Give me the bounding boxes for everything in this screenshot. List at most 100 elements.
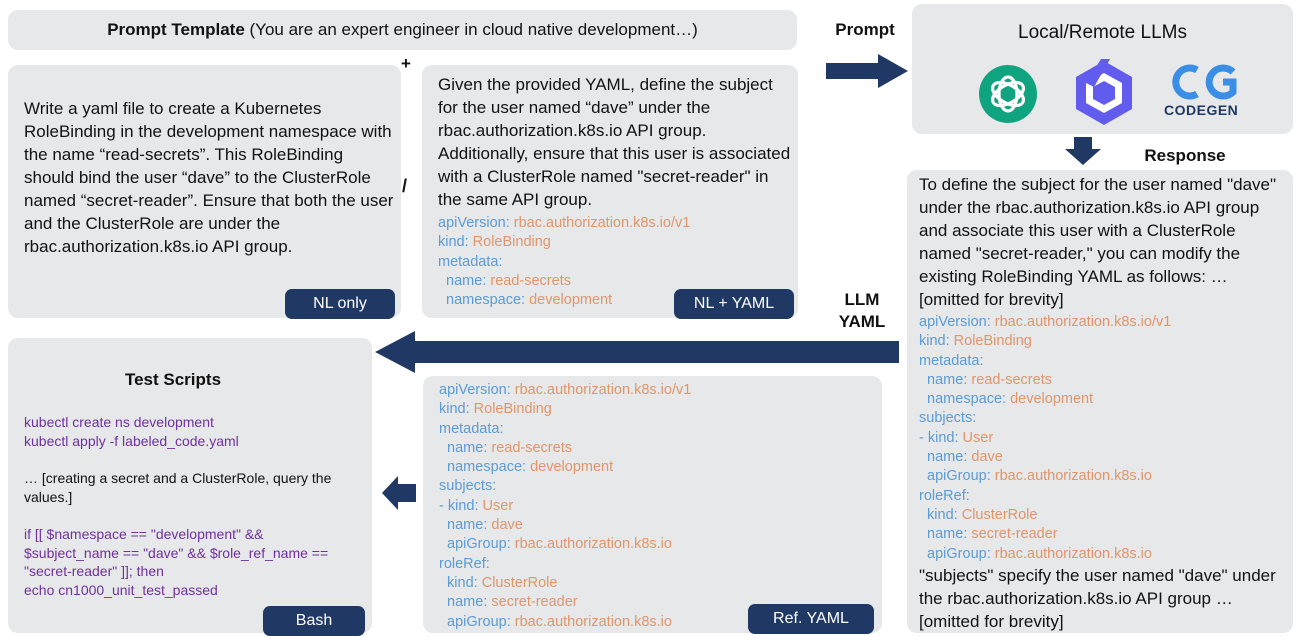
yaml-value: read-secrets [486,272,571,289]
yaml-key: apiGroup: [919,545,991,562]
yaml-key: - kind: [919,429,959,446]
yaml-key: subjects: [439,478,497,495]
yaml-key: metadata: [438,253,503,270]
prompt-template-desc: (You are an expert engineer in cloud nat… [244,20,698,39]
yaml-value: rbac.authorization.k8s.io/v1 [990,314,1172,330]
yaml-key: name: [439,517,488,534]
yaml-key: kind: [919,506,958,523]
yaml-line: metadata: [439,420,691,439]
yaml-line: name: secret-reader [919,525,1171,544]
yaml-key: name: [439,439,488,456]
yaml-line: apiGroup: rbac.authorization.k8s.io [919,467,1171,486]
yaml-line: name: secret-reader [439,593,691,612]
yaml-value: rbac.authorization.k8s.io [990,468,1152,485]
yaml-value: development [1006,391,1094,408]
ref-yaml-tag: Ref. YAML [748,604,874,634]
ref-yaml-code: apiVersion: rbac.authorization.k8s.io/v1… [439,381,691,632]
yaml-key: metadata: [439,420,504,437]
yaml-line: apiVersion: rbac.authorization.k8s.io/v1 [438,214,690,233]
nl-only-box: Write a yaml file to create a Kubernetes… [8,65,401,319]
yaml-value: rbac.authorization.k8s.io [510,613,672,630]
yaml-key: kind: [439,401,470,418]
yaml-key: apiVersion: [438,215,510,231]
yaml-key: metadata: [919,352,984,369]
response-box: To define the subject for the user named… [907,170,1293,633]
plus-symbol: + [401,54,411,73]
llm-yaml-arrow-icon [375,331,899,373]
yaml-line: metadata: [438,253,690,272]
yaml-value: development [526,459,614,476]
yaml-value: ClusterRole [957,506,1038,523]
yaml-key: apiGroup: [439,536,511,553]
yaml-key: name: [439,594,488,611]
test-scripts-title: Test Scripts [124,370,222,389]
yaml-value: rbac.authorization.k8s.io/v1 [510,382,692,398]
script-cmd-create-ns: kubectl create ns development [24,414,214,430]
yaml-key: namespace: [438,292,526,309]
yaml-key: apiVersion: [439,382,511,398]
yaml-key: name: [438,272,487,289]
yaml-line: kind: ClusterRole [919,506,1171,525]
yaml-line: - kind: User [919,429,1171,448]
llm-label: LLM [844,290,880,309]
yaml-line: name: read-secrets [919,371,1171,390]
script-note: … [creating a secret and a ClusterRole, … [24,470,332,505]
yaml-line: kind: ClusterRole [439,574,691,593]
yaml-line: - kind: User [439,497,691,516]
yaml-line: subjects: [919,409,1171,428]
yaml-line: namespace: development [919,390,1171,409]
yaml-value: rbac.authorization.k8s.io [990,545,1152,562]
yaml-value: rbac.authorization.k8s.io/v1 [509,215,691,231]
yaml-key: roleRef: [919,487,970,504]
yaml-key: apiGroup: [919,468,991,485]
yaml-value: RoleBinding [949,333,1032,350]
response-code: apiVersion: rbac.authorization.k8s.io/v1… [919,313,1171,564]
yaml-key: roleRef: [439,555,490,572]
yaml-line: metadata: [919,352,1171,371]
yaml-value: dave [967,449,1003,466]
yaml-key: name: [919,526,968,543]
script-condition: if [[ $namespace == "development" && $su… [24,526,329,579]
yaml-key: kind: [439,574,478,591]
script-cmd-apply: kubectl apply -f labeled_code.yaml [24,433,239,449]
nl-only-tag: NL only [285,289,395,319]
response-outro: "subjects" specify the user named "dave"… [919,566,1276,631]
yaml-line: apiVersion: rbac.authorization.k8s.io/v1 [919,313,1171,332]
yaml-value: secret-reader [487,594,578,611]
yaml-line: namespace: development [438,291,690,310]
yaml-key: name: [919,449,968,466]
yaml-key: kind: [438,234,469,251]
yaml-line: roleRef: [439,555,691,574]
bash-tag: Bash [263,606,365,636]
yaml-line: name: read-secrets [438,272,690,291]
yaml-key: kind: [919,333,950,350]
yaml-line: roleRef: [919,487,1171,506]
codegen-logo-icon [1172,64,1237,100]
prompt-label: Prompt [835,20,895,39]
yaml-line: kind: RoleBinding [919,332,1171,351]
yaml-value: dave [487,517,523,534]
nl-only-text: Write a yaml file to create a Kubernetes… [24,99,394,256]
test-scripts-box: Test Scripts kubectl create ns developme… [8,338,372,636]
yaml-line: apiVersion: rbac.authorization.k8s.io/v1 [439,381,691,400]
nl-yaml-box: Given the provided YAML, define the subj… [422,65,798,319]
yaml-key: name: [919,371,968,388]
yaml-key: apiVersion: [919,314,991,330]
llms-title: Local/Remote LLMs [1018,22,1187,43]
yaml-value: ClusterRole [477,574,558,591]
prompt-template-title: Prompt Template [107,20,245,39]
response-intro: To define the subject for the user named… [919,175,1277,309]
yaml-key: namespace: [919,391,1007,408]
yaml-line: name: dave [919,448,1171,467]
yaml-value: User [478,497,514,514]
yaml-line: name: dave [439,516,691,535]
yaml-line: kind: RoleBinding [438,233,690,252]
nl-yaml-code: apiVersion: rbac.authorization.k8s.io/v1… [438,214,690,310]
ref-to-test-arrow-icon [382,476,416,510]
yaml-line: kind: RoleBinding [439,400,691,419]
yaml-value: read-secrets [487,439,572,456]
yaml-key: apiGroup: [439,613,511,630]
yaml-line: subjects: [439,477,691,496]
yaml-line: apiGroup: rbac.authorization.k8s.io [919,545,1171,564]
yaml-line: namespace: development [439,458,691,477]
